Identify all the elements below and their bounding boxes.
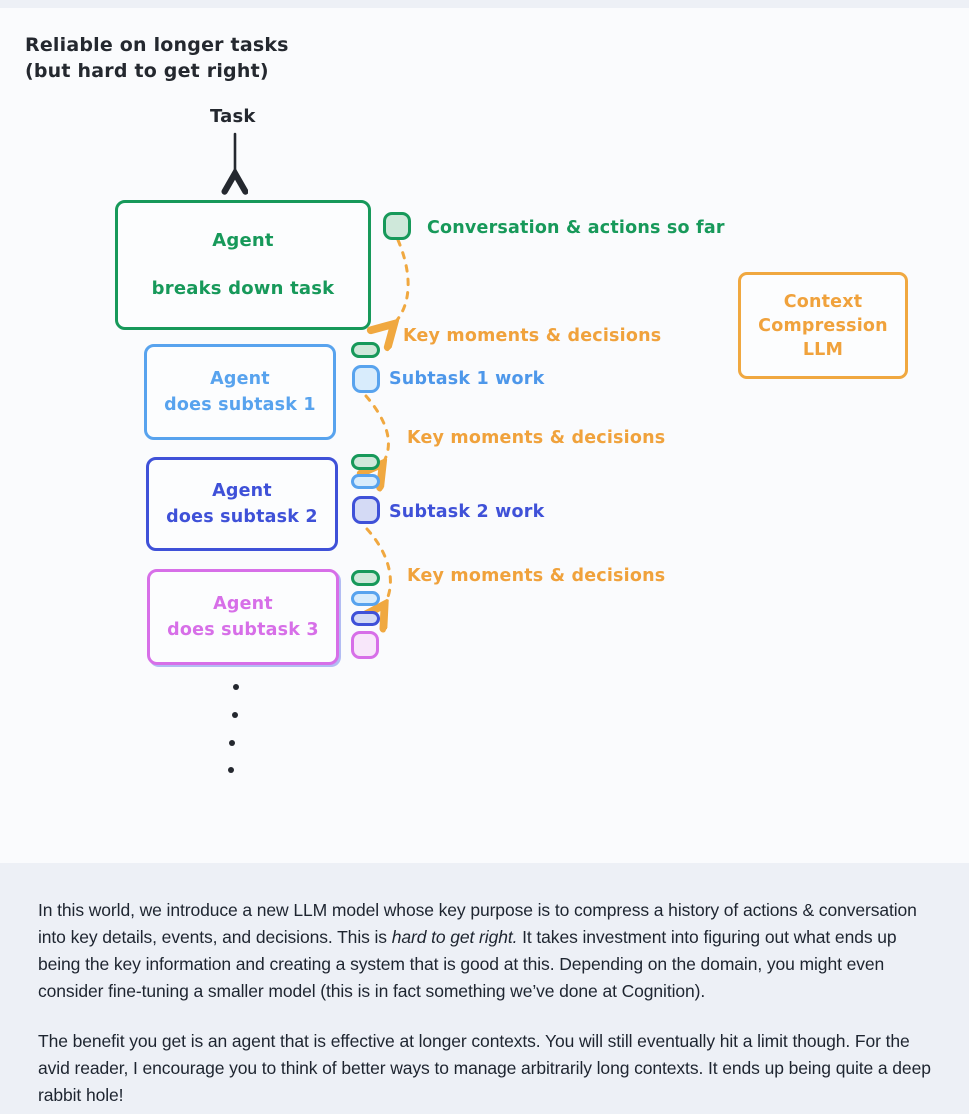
p1-after: It takes investment into figuring out wh… [38, 927, 897, 1001]
subtask2-work-label: Subtask 2 work [389, 502, 545, 522]
diagram-card: Reliable on longer tasks (but hard to ge… [0, 8, 969, 863]
subtask3-line1: Agent [213, 594, 273, 614]
continuation-dot-1 [233, 684, 239, 690]
subtask3-line2: does subtask 3 [167, 620, 319, 640]
agent-breakdown-line1: Agent [212, 230, 274, 251]
conversation-label: Conversation & actions so far [427, 218, 725, 238]
article-paragraph-1: In this world, we introduce a new LLM mo… [38, 897, 937, 1005]
subtask3-work-icon [351, 631, 379, 659]
subtask2-agent-box: Agent does subtask 2 [146, 457, 338, 551]
subtask2-line2: does subtask 2 [166, 507, 318, 527]
diagram-title: Reliable on longer tasks (but hard to ge… [25, 32, 289, 84]
subtask1-line1: Agent [210, 369, 270, 389]
key-moments-pill-green-1 [351, 342, 380, 358]
subtask3-agent-box: Agent does subtask 3 [147, 569, 339, 665]
subtask1-work-label: Subtask 1 work [389, 369, 545, 389]
article-paragraph-2: The benefit you get is an agent that is … [38, 1031, 931, 1105]
diagram-title-line2: (but hard to get right) [25, 60, 269, 82]
context-box-line3: LLM [802, 339, 844, 360]
context-box-line2: Compression [758, 315, 888, 336]
key-moments-pill-blue-2 [351, 474, 380, 489]
subtask1-work-icon [352, 365, 380, 393]
context-box-line1: Context [783, 291, 863, 312]
p1-italic: hard to get right. [391, 927, 518, 947]
compression-arrow-1 [392, 238, 410, 326]
subtask1-agent-box: Agent does subtask 1 [144, 344, 336, 440]
diagram-title-line1: Reliable on longer tasks [25, 34, 289, 56]
task-label: Task [210, 106, 256, 127]
key-moments-pill-blue-3 [351, 591, 380, 606]
continuation-dot-4 [228, 767, 234, 773]
subtask1-line2: does subtask 1 [164, 395, 316, 415]
agent-breakdown-line2: breaks down task [151, 278, 335, 299]
key-moments-label-2: Key moments & decisions [407, 428, 666, 448]
context-compression-box: Context Compression LLM [738, 272, 908, 379]
conversation-icon [383, 212, 411, 240]
subtask2-line1: Agent [212, 481, 272, 501]
agent-breakdown-box: Agent breaks down task [115, 200, 371, 330]
continuation-dot-3 [229, 740, 235, 746]
key-moments-pill-green-3 [351, 570, 380, 586]
subtask2-work-icon [352, 496, 380, 524]
key-moments-pill-royal-3 [351, 611, 380, 626]
p1-before: In this world, we introduce a new LLM mo… [38, 900, 917, 947]
article-text: In this world, we introduce a new LLM mo… [0, 863, 969, 1114]
continuation-dot-2 [232, 712, 238, 718]
key-moments-label-3: Key moments & decisions [407, 566, 666, 586]
key-moments-label-1: Key moments & decisions [403, 326, 662, 346]
key-moments-pill-green-2 [351, 454, 380, 470]
